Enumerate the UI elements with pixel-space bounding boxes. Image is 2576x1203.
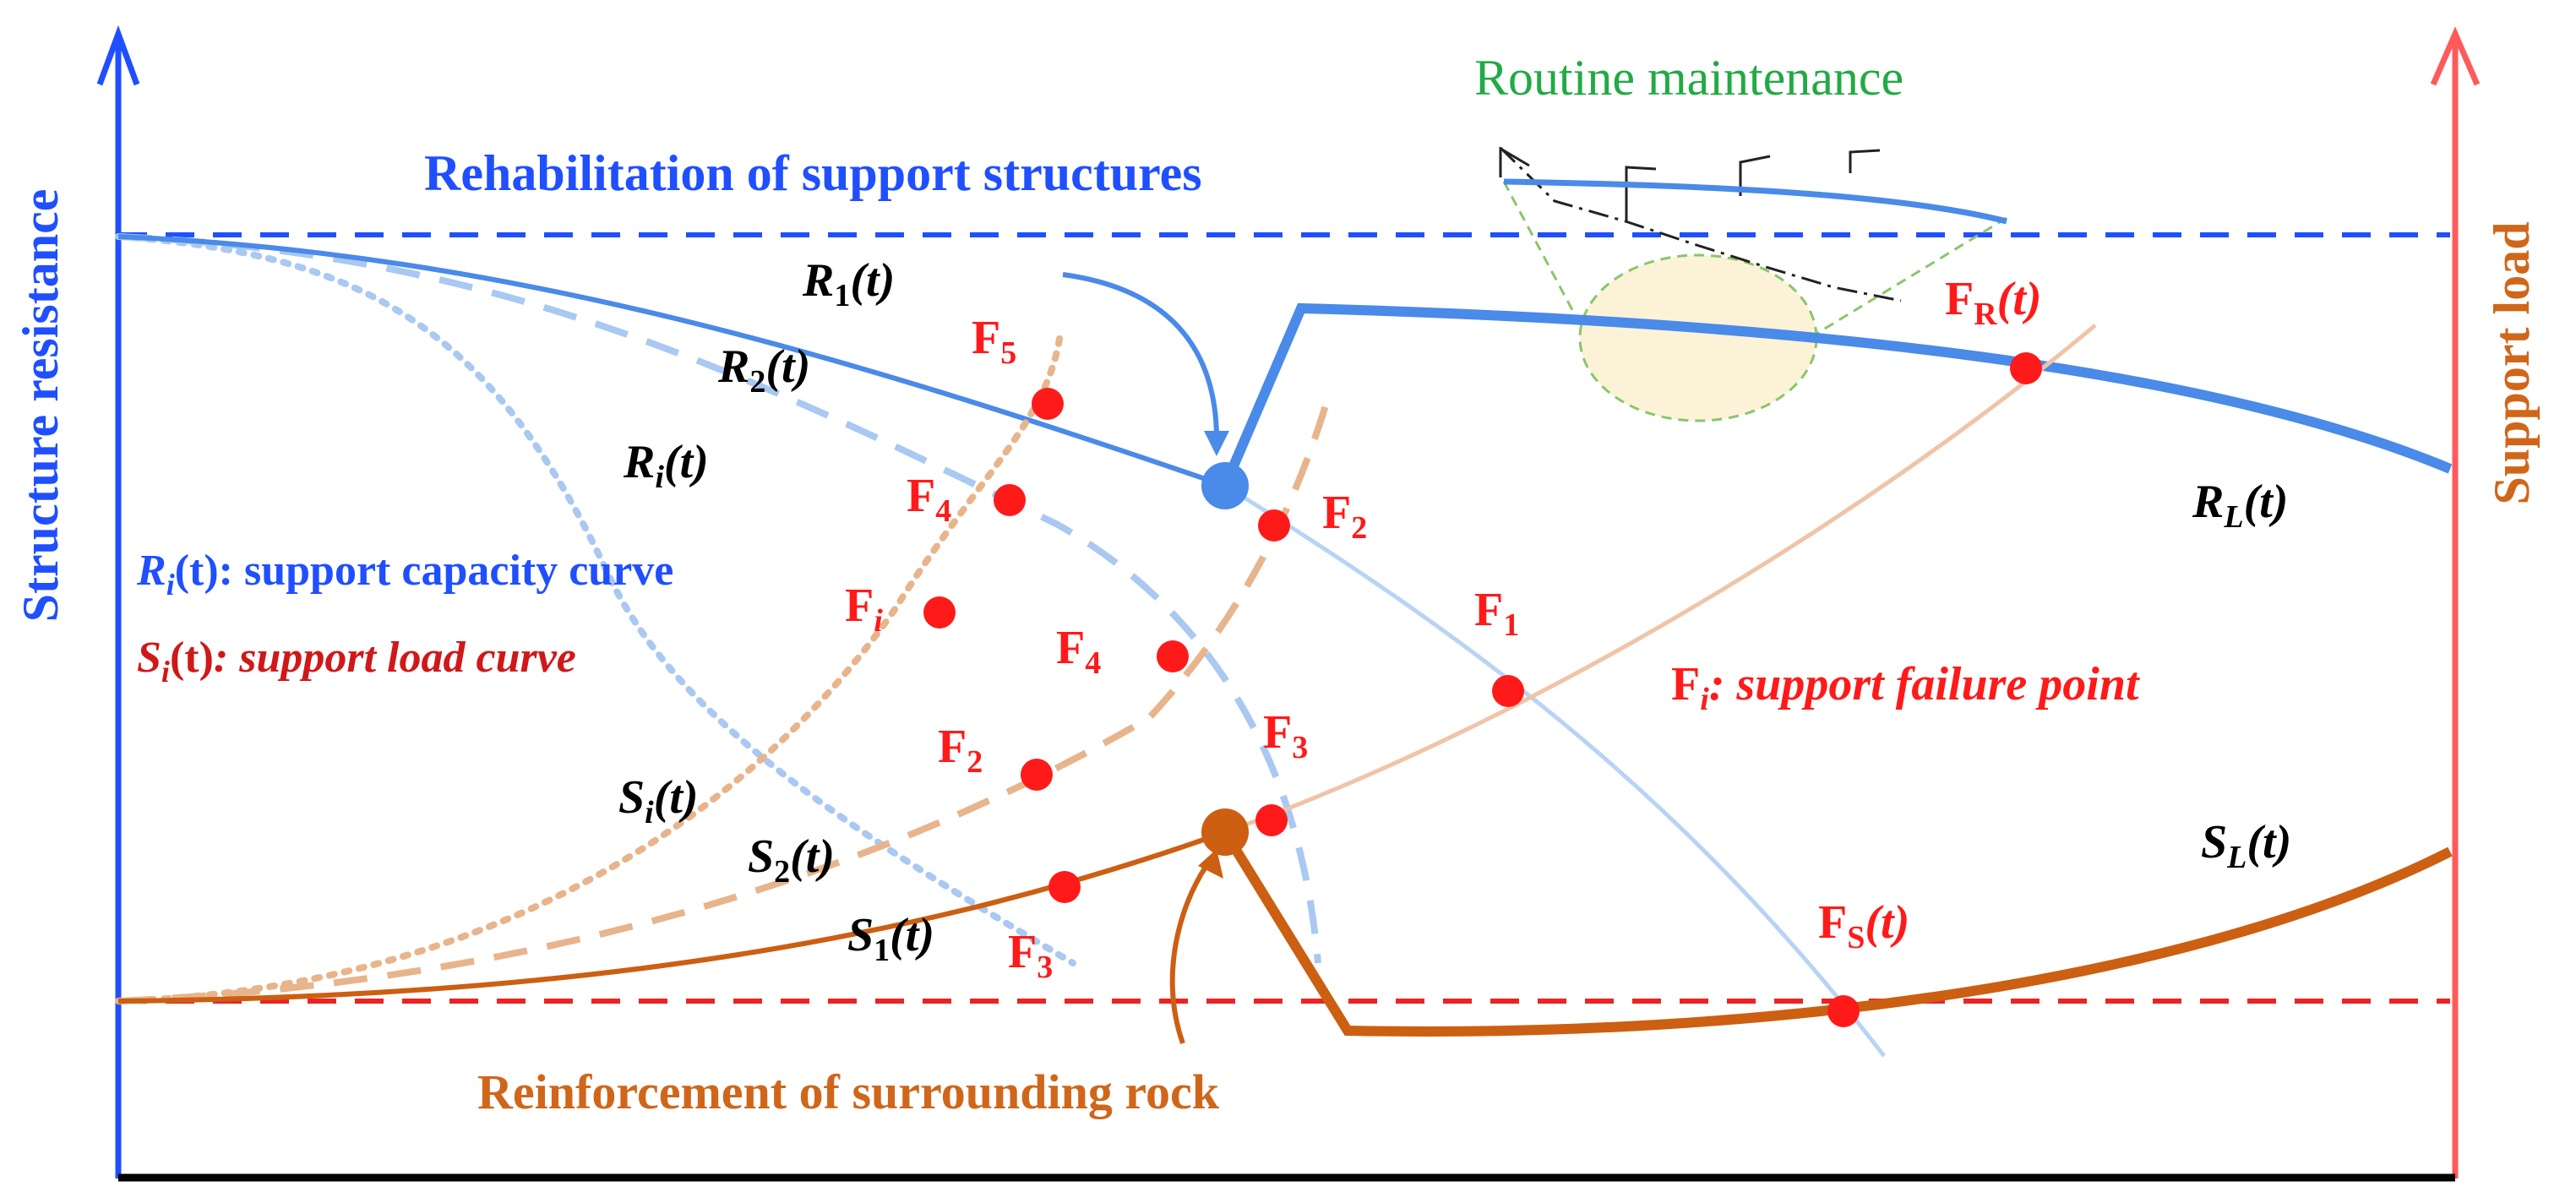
label-f3-lower: F3	[1008, 926, 1053, 985]
label-f5: F5	[972, 312, 1016, 371]
rehabilitation-arrow-head	[1204, 431, 1229, 456]
curve-label-sl: SL(t)	[2201, 816, 2291, 875]
legend-failure: Fi: support failure point	[1671, 658, 2140, 717]
curve-label-r1: R1(t)	[802, 254, 895, 313]
rehabilitation-arrow	[1062, 272, 1219, 440]
right-axis-title: Support load	[2484, 221, 2540, 504]
label-f2-left: F2	[938, 721, 983, 780]
label-fr: FR(t)	[1945, 273, 2042, 332]
failure-point-f1	[1492, 675, 1524, 707]
rehabilitation-node	[1201, 462, 1249, 509]
reinforcement-arrow	[1169, 856, 1215, 1044]
failure-point-f4-lower	[1157, 640, 1189, 672]
legend-capacity: Ri(t): support capacity curve	[136, 547, 673, 602]
maintenance-sawtooth-teeth	[1499, 146, 1881, 221]
curve-label-s1: S1(t)	[847, 909, 934, 968]
maintenance-guide-left	[1502, 181, 1580, 322]
curve-label-rl: RL(t)	[2192, 476, 2288, 535]
routine-maintenance-label: Routine maintenance	[1474, 50, 1903, 106]
curve-sl	[1220, 829, 2453, 1037]
failure-point-f3-lower	[1048, 871, 1081, 903]
right-axis-arrow	[2430, 26, 2481, 86]
failure-point-fr	[2010, 352, 2042, 384]
label-f3-upper: F3	[1263, 706, 1308, 765]
curve-si	[115, 330, 1064, 1004]
label-f4-upper: F4	[907, 470, 951, 529]
failure-point-fi	[923, 596, 956, 629]
left-axis-title: Structure resistance	[13, 189, 68, 623]
label-f1: F1	[1474, 584, 1519, 643]
curve-ri	[115, 233, 1076, 966]
failure-point-f2-right	[1258, 509, 1290, 542]
failure-point-f3-upper	[1255, 804, 1288, 836]
curve-r1-failure-tail	[1223, 483, 1886, 1058]
curve-s1-continuation	[1224, 324, 2097, 835]
curve-s2	[117, 387, 1334, 1004]
failure-point-f4-upper	[994, 484, 1026, 516]
curve-r1	[117, 234, 1226, 488]
reinforcement-arrow-head	[1198, 849, 1223, 879]
curve-rl	[1220, 302, 2453, 488]
curve-s1	[117, 830, 1227, 1004]
reinforcement-label: Reinforcement of surrounding rock	[477, 1064, 1220, 1119]
maintenance-guide-right	[1816, 216, 2007, 335]
curve-label-s2: S2(t)	[748, 830, 835, 890]
curve-label-ri: Ri(t)	[623, 436, 709, 495]
label-fs: FS(t)	[1818, 896, 1909, 955]
maintenance-curve	[1503, 178, 2007, 225]
curve-label-r2: R2(t)	[717, 340, 810, 400]
legend-load: Si(t): support load curve	[137, 634, 576, 689]
left-axis-arrow	[96, 24, 140, 86]
curve-r2	[117, 233, 1321, 964]
label-f4-lower: F4	[1056, 622, 1101, 681]
failure-points	[923, 352, 2042, 1027]
failure-point-f2-left	[1021, 759, 1053, 791]
rehabilitation-label: Rehabilitation of support structures	[424, 145, 1202, 201]
reinforcement-node	[1201, 808, 1249, 856]
maintenance-sawtooth	[1499, 146, 1902, 302]
failure-point-fs	[1827, 995, 1860, 1027]
label-f2-right: F2	[1322, 487, 1367, 546]
label-fi: Fi	[845, 580, 883, 639]
curve-label-si: Si(t)	[618, 771, 699, 830]
failure-point-f5	[1032, 388, 1064, 420]
